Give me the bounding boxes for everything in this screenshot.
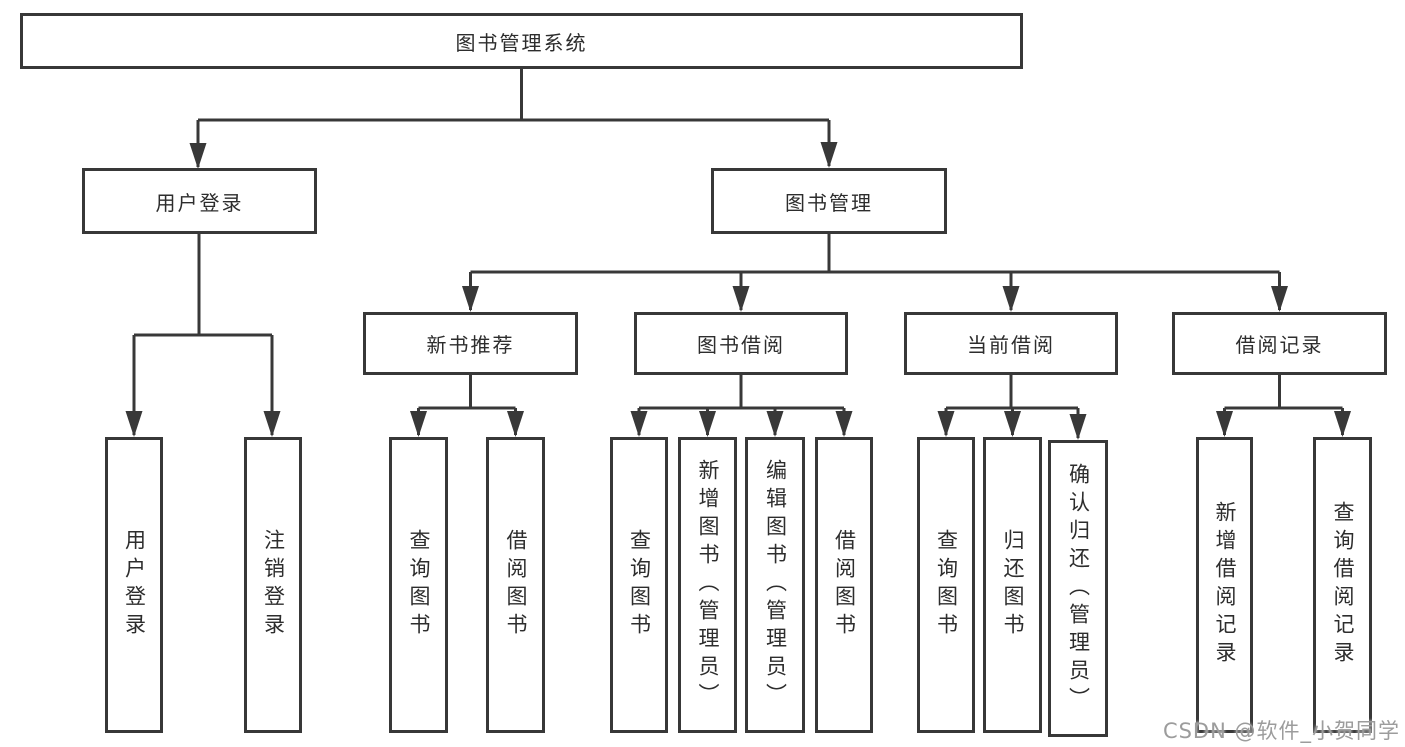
leaf-logout-label: 注销登录: [261, 529, 286, 641]
node-new-book-recommend-label: 新书推荐: [426, 333, 515, 357]
leaf-edit-book-admin: 编辑图书（管理员）: [745, 437, 805, 733]
leaf-confirm-return-admin-label: 确认归还（管理员）: [1066, 462, 1091, 715]
leaf-user-login-label: 用户登录: [122, 529, 147, 641]
node-root-label: 图书管理系统: [455, 30, 588, 55]
leaf-confirm-return-admin: 确认归还（管理员）: [1048, 440, 1108, 737]
leaf-borrow-books-label: 借阅图书: [832, 529, 857, 641]
node-new-book-recommend: 新书推荐: [363, 312, 578, 375]
csdn-watermark: CSDN @软件_小贺同学: [1162, 719, 1400, 743]
node-book-borrow: 图书借阅: [634, 312, 848, 375]
node-user-login-label: 用户登录: [155, 190, 244, 215]
leaf-query-books-current: 查询图书: [917, 437, 975, 733]
leaf-query-borrow-record: 查询借阅记录: [1313, 437, 1372, 733]
node-book-borrow-label: 图书借阅: [697, 333, 785, 357]
leaf-user-login: 用户登录: [105, 437, 163, 733]
leaf-add-book-admin: 新增图书（管理员）: [678, 437, 737, 733]
leaf-query-books-borrow: 查询图书: [610, 437, 668, 733]
leaf-add-borrow-record-label: 新增借阅记录: [1213, 501, 1237, 669]
leaf-return-books-label: 归还图书: [1001, 529, 1025, 641]
leaf-logout: 注销登录: [244, 437, 302, 733]
node-borrow-record-label: 借阅记录: [1235, 333, 1324, 357]
leaf-edit-book-admin-label: 编辑图书（管理员）: [763, 459, 788, 711]
node-book-management-label: 图书管理: [785, 190, 873, 215]
leaf-query-books-recommend: 查询图书: [389, 437, 448, 733]
leaf-add-borrow-record: 新增借阅记录: [1196, 437, 1253, 733]
arrowheads: [125, 142, 1351, 440]
node-borrow-record: 借阅记录: [1172, 312, 1387, 375]
leaf-query-books-borrow-label: 查询图书: [627, 529, 652, 641]
leaf-query-books-recommend-label: 查询图书: [407, 529, 431, 641]
leaf-return-books: 归还图书: [983, 437, 1042, 733]
node-root: 图书管理系统: [20, 13, 1023, 69]
leaf-borrow-books-recommend-label: 借阅图书: [504, 529, 528, 641]
node-book-management: 图书管理: [711, 168, 947, 234]
leaf-borrow-books-recommend: 借阅图书: [486, 437, 545, 733]
leaf-query-borrow-record-label: 查询借阅记录: [1331, 501, 1355, 669]
node-current-borrow-label: 当前借阅: [967, 333, 1055, 357]
leaf-add-book-admin-label: 新增图书（管理员）: [696, 459, 720, 711]
leaf-borrow-books: 借阅图书: [815, 437, 873, 733]
node-current-borrow: 当前借阅: [904, 312, 1118, 375]
leaf-query-books-current-label: 查询图书: [934, 529, 959, 641]
node-user-login: 用户登录: [82, 168, 317, 234]
